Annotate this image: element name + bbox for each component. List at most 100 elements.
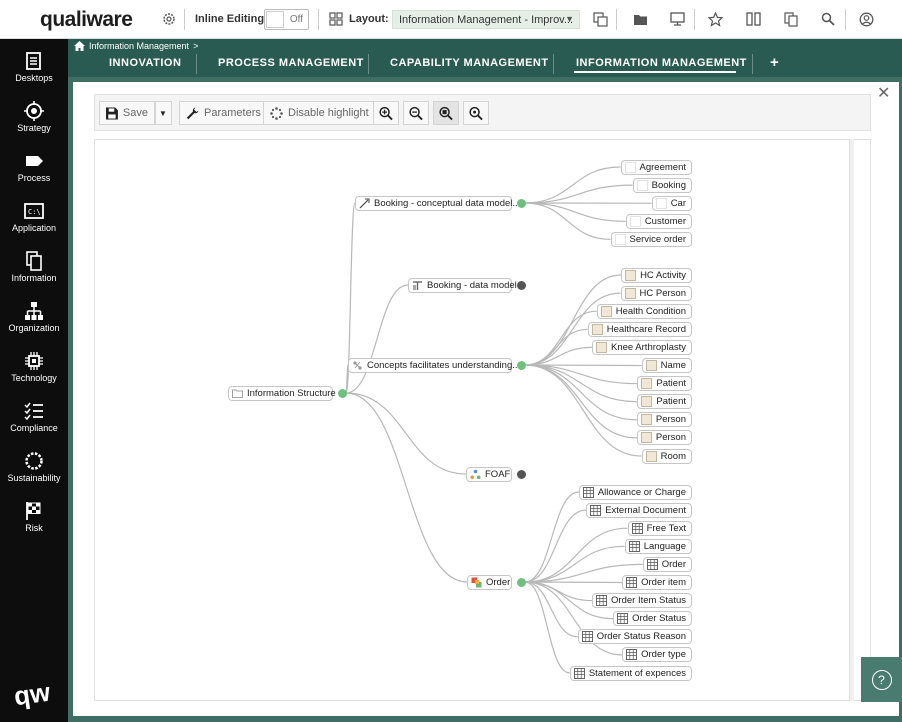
zoom-fit-button[interactable] [433,101,459,125]
tab-innovation[interactable]: INNOVATION [109,57,182,69]
search-icon[interactable] [819,10,837,28]
entity-icon [624,287,636,299]
tree-branch-node[interactable]: FOAF [466,466,512,482]
book-icon[interactable] [744,10,762,28]
close-icon[interactable]: ✕ [877,85,891,102]
tree-root-node[interactable]: Information Structure [228,385,336,401]
folder-icon[interactable] [631,10,649,28]
risk-icon [26,502,41,520]
tree-leaf-node[interactable]: Free Text [627,520,692,536]
vertical-scrollbar[interactable] [849,139,854,701]
tree-leaf-node[interactable]: Allowance or Charge [578,484,692,500]
sidebar-item-sustainability[interactable]: Sustainability [0,451,68,501]
zoom-reset-button[interactable] [463,101,489,125]
tree-leaf-node[interactable]: Name [641,358,692,373]
documents-icon[interactable] [782,10,800,28]
tree-leaf-node[interactable]: Service order [610,231,692,247]
expand-toggle-expanded[interactable] [516,198,526,208]
tree-leaf-node[interactable]: Language [624,538,692,554]
entity-icon [645,360,657,371]
tab-process-management[interactable]: PROCESS MANAGEMENT [218,57,364,69]
tree-branch-node[interactable]: Order [467,574,512,590]
save-dropdown-button[interactable]: ▼ [155,101,172,125]
object-icon [614,233,626,245]
tab-separator [368,54,369,74]
tree-leaf-node[interactable]: Order [642,556,692,572]
tree-leaf-node[interactable]: Healthcare Record [587,321,692,337]
star-icon[interactable] [706,10,724,28]
tree-leaf-node[interactable]: External Document [586,502,692,518]
sidebar-label: Information [11,273,57,283]
tree-leaf-node[interactable]: HC Person [620,285,692,301]
tree-leaf-node[interactable]: Order Item Status [592,593,692,609]
sidebar-item-desktops[interactable]: Desktops [0,51,68,101]
expand-toggle-root[interactable] [337,388,347,398]
tab-capability-management[interactable]: CAPABILITY MANAGEMENT [390,57,549,69]
tree-leaf-node[interactable]: Order type [622,647,692,663]
sidebar-item-information[interactable]: Information [0,251,68,301]
parameters-label: Parameters [204,107,261,119]
separator [318,9,319,30]
tree-branch-node[interactable]: Booking - conceptual data model... [355,195,520,211]
disable-highlight-button[interactable]: Disable highlight [263,101,376,125]
table-icon [573,667,585,679]
save-button[interactable]: Save [99,101,155,125]
table-icon [626,577,638,588]
disable-highlight-label: Disable highlight [288,107,369,119]
sidebar-item-strategy[interactable]: Strategy [0,101,68,151]
tree-leaf-node[interactable]: Knee Arthroplasty [592,339,692,355]
tree-leaf-node[interactable]: Customer [625,213,692,229]
home-icon [74,41,85,51]
presentation-icon[interactable] [668,10,686,28]
expand-toggle-collapsed[interactable] [516,280,526,290]
sidebar-item-compliance[interactable]: Compliance [0,401,68,451]
tree-leaf-node[interactable]: Order Status [613,611,692,627]
tree-leaf-node[interactable]: Car [651,195,692,211]
zoom-in-button[interactable] [373,101,399,125]
tree-branch-node[interactable]: Booking - data model [408,277,517,293]
expand-toggle-expanded[interactable] [516,577,526,587]
sidebar-item-application[interactable]: C:\ Application [0,201,68,251]
settings-icon[interactable] [160,10,178,28]
sidebar-label: Risk [25,523,43,533]
zoom-out-button[interactable] [403,101,429,125]
tree-leaf-node[interactable]: Health Condition [596,303,692,319]
svg-text:C:\: C:\ [28,208,41,216]
tree-leaf-node[interactable]: Person [636,412,692,428]
tree-leaf-node[interactable]: Patient [637,376,692,392]
node-label: Language [643,540,686,552]
expand-toggle-expanded[interactable] [516,360,526,370]
parameters-button[interactable]: Parameters [179,101,268,125]
node-label: Car [670,197,686,209]
tree-leaf-node[interactable]: Agreement [620,159,692,175]
help-button[interactable]: ? [861,657,902,702]
sidebar-item-organization[interactable]: Organization [0,301,68,351]
node-label: Free Text [646,522,686,534]
tree-leaf-node[interactable]: Booking [632,177,692,193]
tree-leaf-node[interactable]: Order Status Reason [577,629,692,645]
expand-toggle-collapsed[interactable] [516,469,526,479]
tree-leaf-node[interactable]: Order item [622,575,692,590]
sidebar-item-risk[interactable]: Risk [0,501,68,551]
node-label: External Document [605,504,686,516]
entity-icon [600,305,612,317]
node-label: Knee Arthroplasty [611,341,686,353]
tree-leaf-node[interactable]: Room [641,448,692,464]
tree-leaf-node[interactable]: Statement of expences [569,665,692,681]
breadcrumb-label: Information Management [89,41,190,51]
inline-editing-toggle[interactable]: Off [264,9,309,30]
tree-leaf-node[interactable]: Person [636,430,692,446]
add-tab-button[interactable]: + [770,54,779,71]
toggle-knob [266,11,284,28]
copy-layout-icon[interactable] [591,10,609,28]
diagram-canvas[interactable] [94,139,871,701]
tree-branch-node[interactable]: Concepts facilitates understanding... [348,357,520,373]
tree-leaf-node[interactable]: HC Activity [621,267,692,283]
tree-leaf-node[interactable]: Patient [637,394,692,410]
sidebar-item-process[interactable]: Process [0,151,68,201]
tab-information-management[interactable]: INFORMATION MANAGEMENT [576,57,747,69]
layout-select[interactable]: Information Management - Improv... ▼ [392,10,580,29]
user-account-icon[interactable] [857,10,875,28]
breadcrumb[interactable]: Information Management > [74,41,198,51]
sidebar-item-technology[interactable]: Technology [0,351,68,401]
